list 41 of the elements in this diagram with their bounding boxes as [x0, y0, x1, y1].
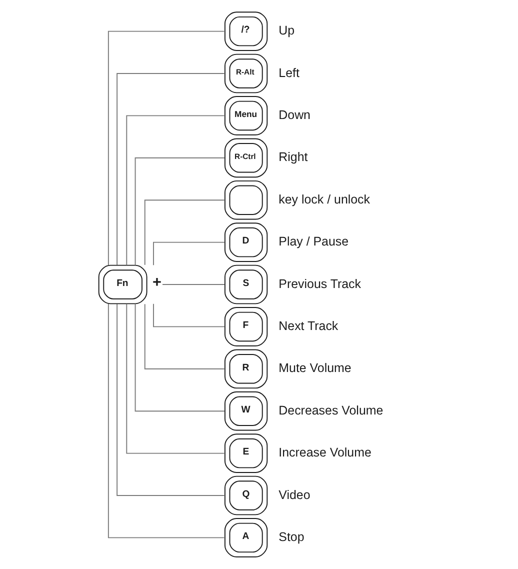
connector: [126, 303, 225, 454]
node-label: Previous Track: [278, 276, 362, 291]
node-box: [224, 180, 268, 220]
connector: [116, 73, 225, 266]
node-box: Q: [224, 476, 268, 516]
connector: [108, 303, 225, 538]
node-label: Up: [278, 24, 295, 38]
node-label: Play / Pause: [278, 234, 349, 249]
node-label: Video: [278, 488, 310, 502]
node-box: D: [224, 222, 268, 262]
node-box: S: [224, 264, 268, 304]
node-box: E: [224, 434, 268, 473]
connector: [162, 284, 225, 285]
node-label: Mute Volume: [278, 361, 352, 376]
connector: [144, 304, 225, 370]
connector: [134, 157, 225, 266]
node-label: key lock / unlock: [278, 192, 370, 206]
node-box: /?: [224, 12, 268, 51]
connector: [116, 304, 225, 496]
node-box: Menu: [224, 96, 268, 136]
connector: [153, 303, 225, 328]
connector: [108, 30, 225, 266]
node-label: Right: [278, 150, 308, 164]
node-label: Stop: [278, 530, 304, 544]
node-box: A: [224, 518, 268, 558]
node-label: Down: [278, 108, 311, 122]
node-box: F: [224, 307, 268, 346]
node-box: R-Ctrl: [224, 138, 268, 178]
node-label: Next Track: [278, 318, 338, 333]
connector: [134, 303, 225, 412]
connector: [144, 200, 225, 266]
node-label: Decreases Volume: [278, 403, 384, 418]
node-label: +: [152, 274, 162, 292]
node-box: R-Alt: [224, 54, 268, 94]
connector: [126, 115, 225, 266]
node-label: Increase Volume: [278, 446, 372, 460]
connector: [153, 242, 225, 266]
node-box: Fn: [98, 264, 148, 304]
node-box: W: [224, 391, 268, 431]
node-label: Left: [278, 66, 300, 80]
node-box: R: [224, 349, 268, 389]
